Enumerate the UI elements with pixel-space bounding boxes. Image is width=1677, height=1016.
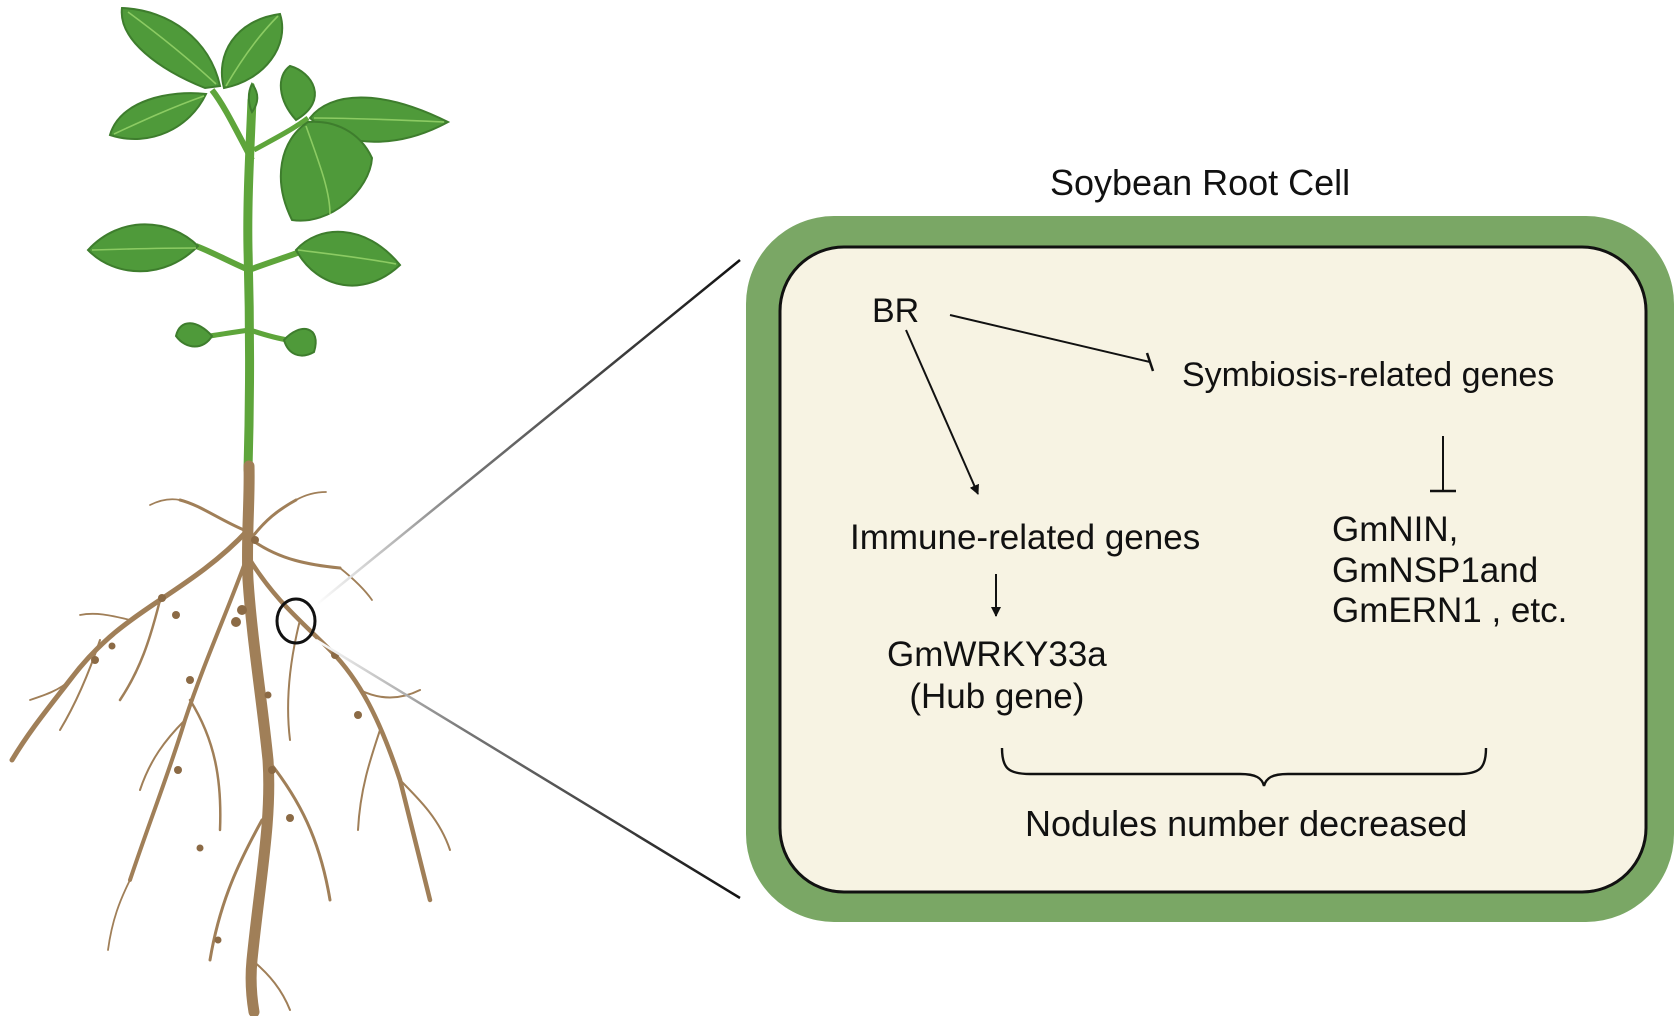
cell-cytoplasm: [778, 245, 1648, 894]
target-gene-ern1: GmERN1 , etc.: [1332, 591, 1568, 631]
root-nodules: [91, 536, 362, 944]
grouping-brace: [1000, 747, 1488, 787]
target-gene-nsp1: GmNSP1and: [1332, 550, 1539, 590]
leaf-veins: [91, 11, 445, 265]
soybean-plant-illustration: [9, 6, 451, 1016]
br-inhibits-symbiosis: [949, 314, 1151, 363]
cell-title: Soybean Root Cell: [1050, 162, 1351, 203]
hub-gene-name: GmWRKY33a: [887, 635, 1107, 674]
target-gene-nin: GmNIN,: [1332, 510, 1459, 549]
node-symbiosis-genes: Symbiosis-related genes: [1182, 356, 1555, 394]
node-immune-genes: Immune-related genes: [850, 518, 1201, 557]
br-activates-immune: [905, 329, 979, 495]
plant-leaves: [86, 6, 451, 357]
node-hub-gene: GmWRKY33a (Hub gene): [887, 634, 1107, 718]
hub-gene-note: (Hub gene): [909, 677, 1085, 716]
pathway-edges: [905, 314, 1456, 617]
node-outcome: Nodules number decreased: [1025, 803, 1468, 844]
node-target-genes: GmNIN, GmNSP1and GmERN1 , etc.: [1332, 510, 1567, 632]
node-br: BR: [872, 292, 920, 330]
plant-roots: [9, 460, 451, 1016]
zoom-circle: [275, 597, 317, 645]
plant-stem: [194, 83, 310, 475]
zoom-lines: [315, 259, 741, 900]
root-cell: [746, 216, 1674, 922]
br-inhibits-symbiosis-bar: [1145, 352, 1155, 372]
